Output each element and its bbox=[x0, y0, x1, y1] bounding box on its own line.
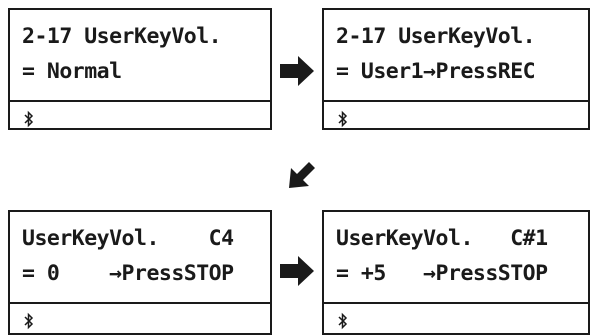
lcd-line-2: = Normal bbox=[22, 59, 122, 84]
lcd-line-2: = 0 →PressSTOP bbox=[22, 261, 234, 286]
bluetooth-icon bbox=[24, 312, 34, 330]
lcd-line-2: = +5 →PressSTOP bbox=[336, 261, 548, 286]
lcd-line-1: 2-17 UserKeyVol. bbox=[336, 24, 536, 49]
lcd-screen-3: UserKeyVol. C4 = 0 →PressSTOP bbox=[8, 210, 272, 335]
lcd-line-1: 2-17 UserKeyVol. bbox=[22, 24, 222, 49]
lcd-divider bbox=[10, 100, 270, 102]
lcd-screen-2: 2-17 UserKeyVol. = User1→PressREC bbox=[322, 8, 590, 130]
lcd-screen-4: UserKeyVol. C#1 = +5 →PressSTOP bbox=[322, 210, 590, 335]
bluetooth-icon bbox=[24, 110, 34, 128]
arrow-right-icon bbox=[280, 256, 314, 286]
lcd-divider bbox=[10, 302, 270, 304]
lcd-divider bbox=[324, 302, 588, 304]
arrow-right-icon bbox=[280, 56, 314, 86]
lcd-divider bbox=[324, 100, 588, 102]
bluetooth-icon bbox=[338, 110, 348, 128]
lcd-line-1: UserKeyVol. C4 bbox=[22, 226, 234, 251]
arrow-down-left-icon bbox=[289, 162, 315, 188]
bluetooth-icon bbox=[338, 312, 348, 330]
lcd-screen-1: 2-17 UserKeyVol. = Normal bbox=[8, 8, 272, 130]
lcd-line-2: = User1→PressREC bbox=[336, 59, 536, 84]
lcd-line-1: UserKeyVol. C#1 bbox=[336, 226, 548, 251]
